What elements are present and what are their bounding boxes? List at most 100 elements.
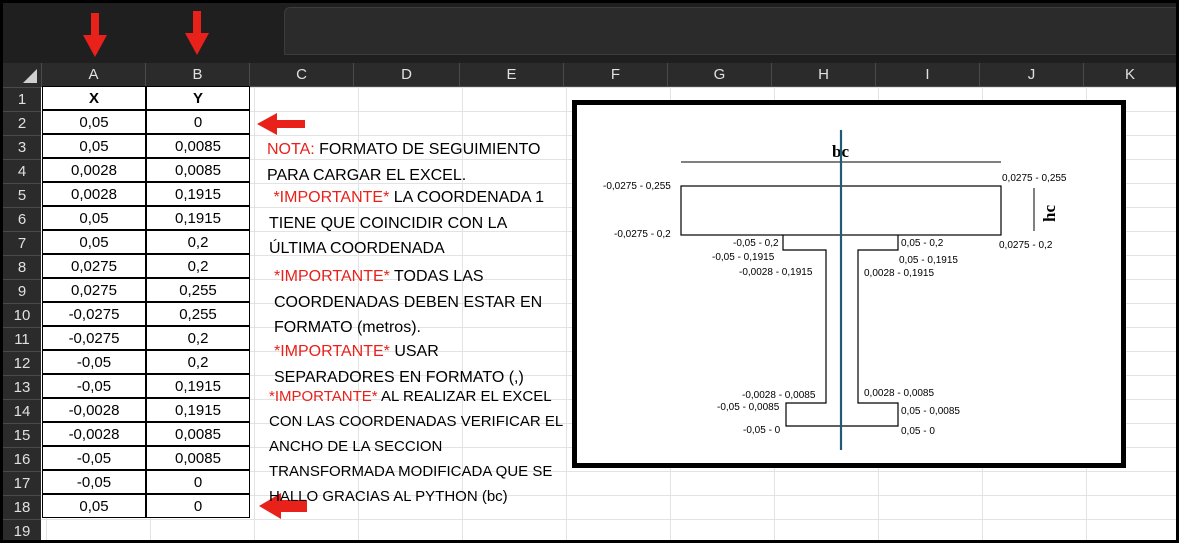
column-header-i[interactable]: I: [875, 63, 979, 87]
hc-label: hc: [1040, 205, 1059, 222]
x-cell[interactable]: 0,05: [42, 494, 146, 518]
note-1: NOTA: FORMATO DE SEGUIMIENTO PARA CARGAR…: [267, 137, 541, 188]
y-cell[interactable]: 0,0085: [146, 134, 250, 158]
coord-label: 0,0275 - 0,255: [1002, 173, 1067, 184]
row-header-15[interactable]: 15: [3, 423, 41, 447]
note-1-text: FORMATO DE SEGUIMIENTO: [314, 141, 541, 158]
column-header-a[interactable]: A: [41, 63, 145, 87]
y-cell[interactable]: 0,0085: [146, 422, 250, 446]
row-header-5[interactable]: 5: [3, 183, 41, 207]
row-header-8[interactable]: 8: [3, 255, 41, 279]
column-header-k[interactable]: K: [1083, 63, 1176, 87]
row-header-2[interactable]: 2: [3, 111, 41, 135]
row-header-11[interactable]: 11: [3, 327, 41, 351]
row-header-1[interactable]: 1: [3, 87, 41, 111]
note-5-line2: CON LAS COORDENADAS VERIFICAR EL: [269, 413, 564, 430]
y-cell[interactable]: 0,0085: [146, 158, 250, 182]
coord-label: -0,05 - 0,1915: [712, 252, 775, 263]
row-header-19[interactable]: 19: [3, 519, 41, 540]
y-cell[interactable]: 0,1915: [146, 206, 250, 230]
coord-label: -0,05 - 0: [743, 425, 781, 436]
y-cell[interactable]: 0,0085: [146, 446, 250, 470]
y-cell[interactable]: 0,255: [146, 278, 250, 302]
select-all-button[interactable]: [3, 63, 41, 87]
row-header-13[interactable]: 13: [3, 375, 41, 399]
row-header-4[interactable]: 4: [3, 159, 41, 183]
note-2-label: *IMPORTANTE*: [273, 189, 390, 206]
row-header-17[interactable]: 17: [3, 471, 41, 495]
x-cell[interactable]: -0,05: [42, 446, 146, 470]
y-cell[interactable]: 0,1915: [146, 182, 250, 206]
y-cell[interactable]: 0: [146, 110, 250, 134]
x-cell[interactable]: -0,0028: [42, 398, 146, 422]
x-cell[interactable]: -0,05: [42, 470, 146, 494]
coord-label: -0,05 - 0,2: [733, 238, 779, 249]
column-header-d[interactable]: D: [353, 63, 459, 87]
coord-label: 0,05 - 0,2: [901, 238, 944, 249]
column-header-e[interactable]: E: [459, 63, 563, 87]
row-header-18[interactable]: 18: [3, 495, 41, 519]
x-cell[interactable]: -0,0275: [42, 302, 146, 326]
column-header-h[interactable]: H: [771, 63, 875, 87]
row-header-12[interactable]: 12: [3, 351, 41, 375]
x-cell[interactable]: -0,0275: [42, 326, 146, 350]
x-cell[interactable]: 0,0275: [42, 278, 146, 302]
note-4: *IMPORTANTE* USAR SEPARADORES EN FORMATO…: [274, 339, 524, 390]
column-header-f[interactable]: F: [563, 63, 667, 87]
row-header-9[interactable]: 9: [3, 279, 41, 303]
column-header-b[interactable]: B: [145, 63, 249, 87]
y-cell[interactable]: 0,2: [146, 254, 250, 278]
header-cell-x[interactable]: X: [42, 86, 146, 110]
header-cell-y[interactable]: Y: [146, 86, 250, 110]
x-cell[interactable]: -0,0028: [42, 422, 146, 446]
formula-bar[interactable]: [284, 7, 1176, 55]
note-1-line2: PARA CARGAR EL EXCEL.: [267, 166, 467, 184]
y-cell[interactable]: 0: [146, 470, 250, 494]
section-diagram[interactable]: bc hc -0,0275 - 0,255 0,0275 - 0,255 -0,…: [572, 100, 1126, 468]
y-cell[interactable]: 0,1915: [146, 374, 250, 398]
row-header-14[interactable]: 14: [3, 399, 41, 423]
x-cell[interactable]: 0,05: [42, 134, 146, 158]
x-cell[interactable]: -0,05: [42, 374, 146, 398]
i-section-drawing: bc hc -0,0275 - 0,255 0,0275 - 0,255 -0,…: [603, 130, 1067, 450]
y-cell[interactable]: 0,2: [146, 326, 250, 350]
row-header-10[interactable]: 10: [3, 303, 41, 327]
x-cell[interactable]: 0,0028: [42, 182, 146, 206]
note-5-label: *IMPORTANTE*: [269, 388, 378, 405]
y-cell[interactable]: 0,1915: [146, 398, 250, 422]
row-header-16[interactable]: 16: [3, 447, 41, 471]
coord-label: -0,0028 - 0,0085: [742, 390, 816, 401]
column-header-j[interactable]: J: [979, 63, 1083, 87]
column-header-g[interactable]: G: [667, 63, 771, 87]
y-cell[interactable]: 0,2: [146, 230, 250, 254]
note-5-line5: HALLO GRACIAS AL PYTHON (bc): [269, 488, 508, 505]
note-5-line3: ANCHO DE LA SECCION: [269, 438, 443, 455]
note-3-line3: FORMATO (metros).: [274, 319, 421, 336]
note-5-line4: TRANSFORMADA MODIFICADA QUE SE: [269, 463, 553, 480]
y-cell[interactable]: 0,2: [146, 350, 250, 374]
y-cell[interactable]: 0,255: [146, 302, 250, 326]
row-header-7[interactable]: 7: [3, 231, 41, 255]
y-cell[interactable]: 0: [146, 494, 250, 518]
x-cell[interactable]: 0,05: [42, 230, 146, 254]
row-header-6[interactable]: 6: [3, 207, 41, 231]
row-header-3[interactable]: 3: [3, 135, 41, 159]
x-cell[interactable]: 0,05: [42, 206, 146, 230]
coord-label: 0,05 - 0,0085: [901, 406, 960, 417]
column-header-c[interactable]: C: [249, 63, 353, 87]
x-cell[interactable]: -0,05: [42, 350, 146, 374]
x-cell[interactable]: 0,05: [42, 110, 146, 134]
x-cell[interactable]: 0,0275: [42, 254, 146, 278]
x-cell[interactable]: 0,0028: [42, 158, 146, 182]
coord-label: 0,0275 - 0,2: [999, 240, 1053, 251]
